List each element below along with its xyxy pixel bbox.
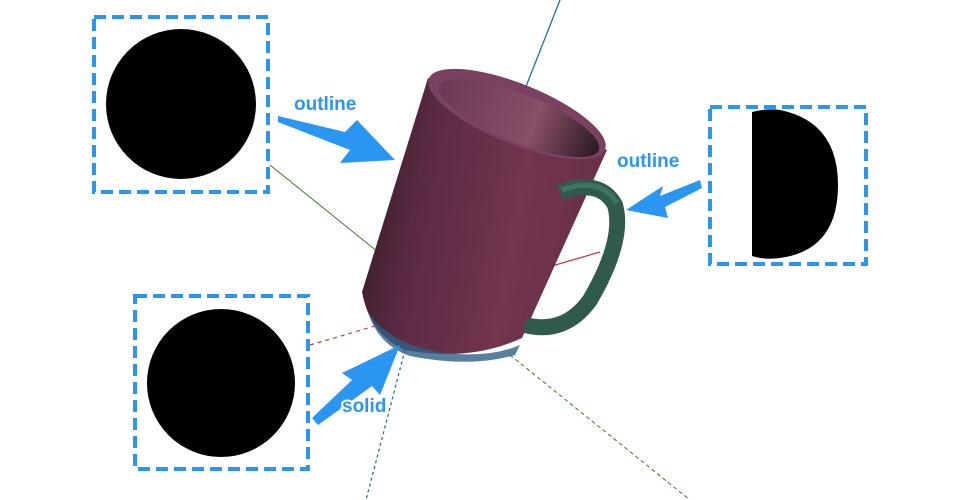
y-axis-negative — [509, 354, 691, 500]
x-axis-negative — [309, 325, 376, 346]
label-outline-right: outline — [617, 151, 679, 172]
circle-profile-outline — [106, 29, 256, 179]
z-axis-negative — [365, 349, 406, 500]
solid-box-bottom-left — [133, 294, 310, 471]
outline-box-top-left — [92, 15, 270, 194]
label-outline-top-left: outline — [294, 94, 356, 115]
arrow-right-icon — [626, 180, 702, 218]
mug — [362, 68, 626, 362]
y-axis-positive — [269, 164, 379, 253]
label-solid: solid — [342, 396, 386, 417]
mug-base — [368, 312, 520, 362]
arrow-top-left-icon — [278, 116, 395, 163]
arrow-bottom-left-icon — [312, 345, 400, 425]
circle-profile-solid — [147, 309, 295, 457]
outline-box-right — [708, 105, 868, 266]
handle-profile-outline — [752, 109, 838, 259]
mug-inner — [438, 78, 600, 158]
mug-handle-highlight — [561, 182, 620, 205]
